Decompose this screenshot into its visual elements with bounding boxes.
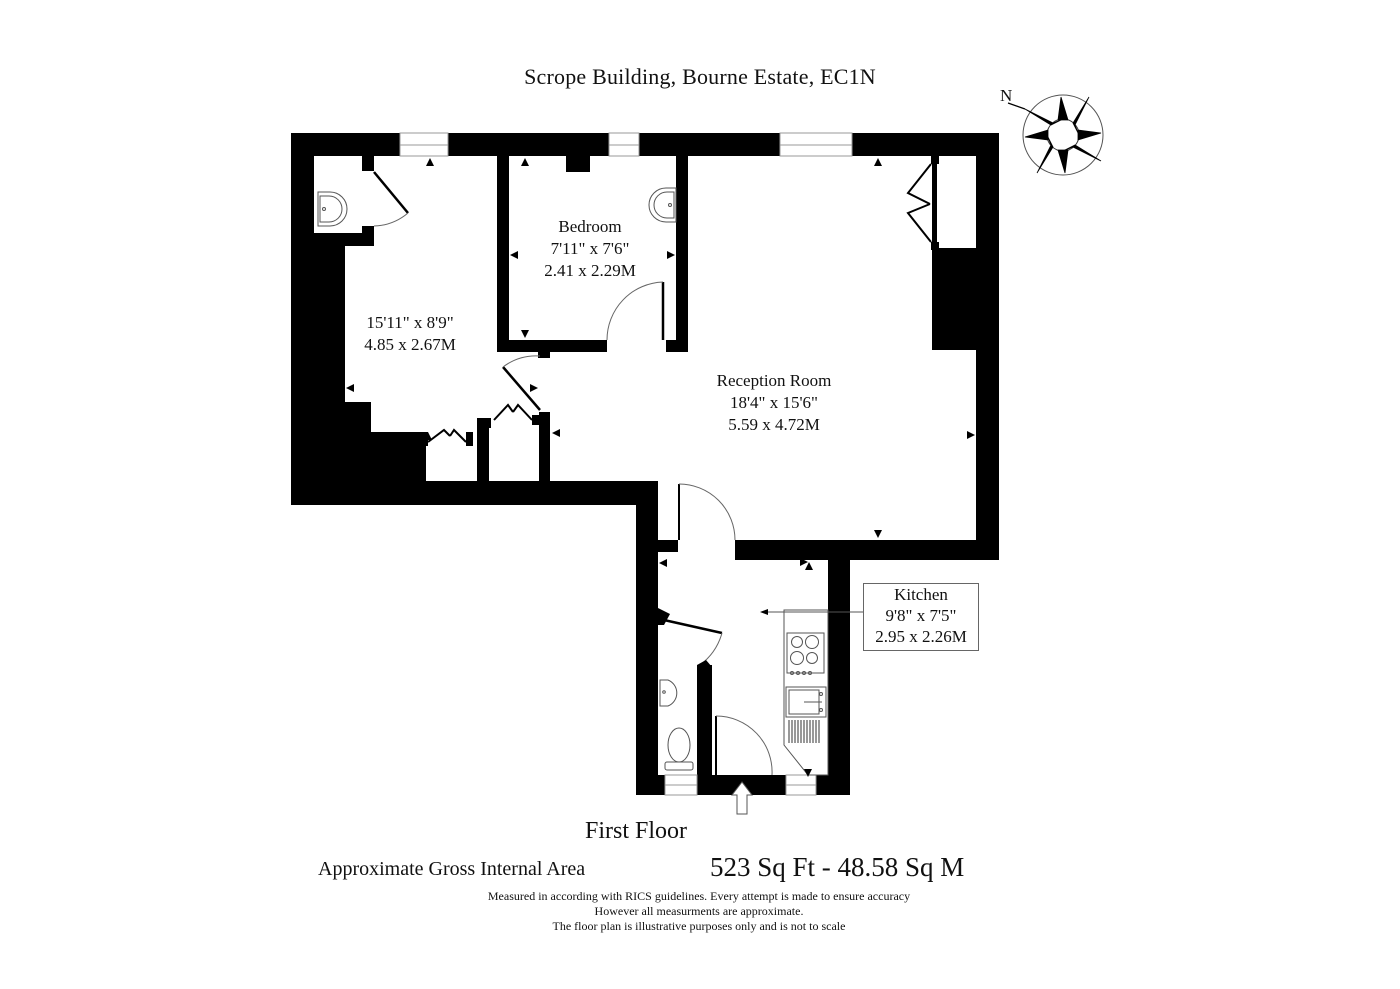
- disclaimer: Measured in according with RICS guidelin…: [400, 889, 998, 934]
- gia-label: Approximate Gross Internal Area: [318, 858, 586, 880]
- room-metric: 2.41 x 2.29M: [544, 261, 636, 280]
- basin-icon: [648, 187, 677, 223]
- room-name: Bedroom: [558, 217, 622, 236]
- disclaimer-line: However all measurments are approximate.: [594, 904, 804, 918]
- room-metric: 2.95 x 2.26M: [875, 627, 967, 646]
- door-reception-cupboard: [906, 163, 932, 205]
- room-metric: 4.85 x 2.67M: [364, 335, 456, 354]
- room-imperial: 18'4" x 15'6": [729, 393, 818, 412]
- door-wc: [663, 618, 723, 635]
- room-label-left: 15'11" x 8'9" 4.85 x 2.67M: [330, 312, 490, 356]
- compass-rose-icon: [1007, 94, 1104, 176]
- room-name: Kitchen: [894, 585, 948, 604]
- kitchen-counter: [783, 609, 829, 776]
- windows: [399, 132, 853, 796]
- hob-icon: [786, 632, 825, 675]
- entrance-arrow-icon: [730, 781, 754, 815]
- room-imperial: 9'8" x 7'5": [885, 606, 957, 625]
- room-label-kitchen: Kitchen 9'8" x 7'5" 2.95 x 2.26M: [863, 583, 979, 651]
- room-label-reception: Reception Room 18'4" x 15'6" 5.59 x 4.72…: [684, 370, 864, 436]
- north-label: N: [1000, 86, 1013, 105]
- drainer-icon: [788, 720, 820, 743]
- sink-icon: [785, 686, 827, 718]
- room-imperial: 7'11" x 7'6": [550, 239, 630, 258]
- door-left-room: [502, 366, 541, 411]
- doors: [373, 163, 932, 776]
- toilet-icon: [664, 727, 694, 771]
- plan-title-text: Scrope Building, Bourne Estate, EC1N: [524, 64, 876, 89]
- plan-title: Scrope Building, Bourne Estate, EC1N: [0, 64, 1400, 90]
- basin-icon: [659, 679, 678, 707]
- room-label-bedroom: Bedroom 7'11" x 7'6" 2.41 x 2.29M: [510, 216, 670, 282]
- basin-icon: [317, 191, 348, 227]
- measurement-markers: [346, 158, 975, 777]
- room-name: Reception Room: [716, 371, 832, 390]
- room-metric: 5.59 x 4.72M: [728, 415, 820, 434]
- door-cupboard-1: [427, 428, 451, 443]
- door-ensuite: [373, 171, 409, 214]
- gia-value: 523 Sq Ft - 48.58 Sq M: [710, 852, 965, 882]
- disclaimer-line: Measured in according with RICS guidelin…: [487, 889, 911, 903]
- fixtures: [317, 187, 829, 776]
- disclaimer-line: The floor plan is illustrative purposes …: [552, 919, 846, 933]
- floor-label: First Floor: [585, 818, 688, 844]
- door-cupboard-2: [493, 403, 514, 421]
- room-imperial: 15'11" x 8'9": [366, 313, 454, 332]
